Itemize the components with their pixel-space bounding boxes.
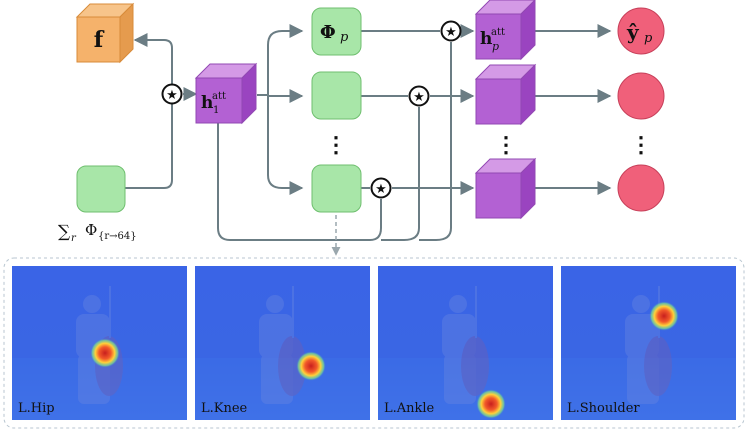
branch-boxes: Φ p ⋮ (311, 7, 362, 213)
attention-cube-hp: h att p (474, 0, 536, 61)
prior-phi: Φ (85, 221, 97, 239)
feature-cube: f (75, 2, 135, 64)
star-operator-merge: ★ (161, 83, 183, 105)
branch-box-phi-p: Φ p (311, 7, 362, 56)
output-circle-yp: ŷ p (617, 7, 665, 55)
heatmap-hotspot (649, 301, 679, 331)
cube-ellipsis: ⋮ (495, 132, 517, 158)
heatmap-hotspot (476, 389, 506, 419)
performer-silhouette (625, 286, 672, 404)
performer-silhouette (259, 286, 306, 404)
star-icon: ★ (413, 90, 425, 105)
heatmap-row: L.Hip L.Knee L.Ankle L.Shoulder (12, 266, 736, 420)
attention-cubes-hp: h att p ⋮ (474, 0, 537, 220)
h1-sup: att (212, 91, 226, 102)
arrow-to-feature (133, 33, 173, 93)
h1-base: h (201, 93, 213, 113)
heatmap-tile: L.Hip (12, 266, 187, 420)
phi-sub: p (340, 30, 349, 45)
prior-range: {r→64} (98, 231, 137, 242)
output-circles: ŷ p ⋮ (617, 7, 665, 212)
operators: ★ ★ ★ ★ (161, 20, 462, 199)
h1-sub: 1 (213, 105, 219, 116)
star-operator-top: ★ (440, 20, 462, 42)
star-icon: ★ (166, 88, 178, 103)
performer-silhouette (442, 286, 489, 404)
attention-cube-2 (474, 63, 537, 126)
heatmap-tile: L.Ankle (378, 266, 553, 420)
heatmap-label: L.Shoulder (567, 401, 640, 416)
output-ellipsis: ⋮ (630, 132, 652, 158)
output-circle-n (617, 164, 665, 212)
star-icon: ★ (375, 182, 387, 197)
heatmap-label: L.Knee (201, 401, 248, 416)
hp-sup: att (491, 27, 505, 38)
star-icon: ★ (445, 25, 457, 40)
feature-label: f (94, 27, 105, 53)
branch-ellipsis: ⋮ (325, 132, 347, 158)
hp-sub: p (492, 40, 499, 53)
prior-box: ∑ r Φ {r→64} (58, 165, 137, 244)
star-operator-middle: ★ (408, 85, 430, 107)
connections (125, 24, 612, 241)
y-hat-sub: p (644, 31, 653, 46)
heatmap-hotspot (90, 338, 120, 368)
heatmap-tile: L.Knee (195, 266, 370, 420)
prior-sum-sub: r (71, 233, 77, 244)
y-hat-label: ŷ (626, 20, 640, 44)
heatmap-label: L.Hip (18, 401, 55, 416)
hp-base: h (480, 29, 492, 49)
star-operator-bottom: ★ (370, 177, 392, 199)
attention-cube-n (474, 157, 537, 220)
attention-cube-h1: h att 1 (194, 62, 258, 125)
branch-box-n (311, 164, 362, 213)
heatmap-panel-frame (3, 257, 745, 429)
heatmap-tile: L.Shoulder (561, 266, 736, 420)
output-circle-2 (617, 72, 665, 120)
heatmap-hotspot (296, 351, 326, 381)
branch-box-2 (311, 71, 362, 120)
heatmap-label: L.Ankle (384, 401, 435, 416)
phi-label: Φ (320, 22, 336, 43)
prior-sum-symbol: ∑ (58, 222, 70, 242)
